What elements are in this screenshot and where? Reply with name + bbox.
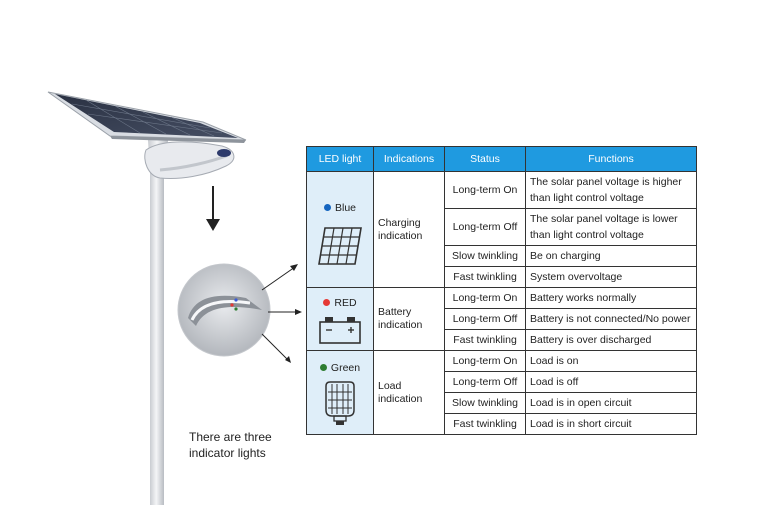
table-row: Blue Charging indication Long-term On Th… xyxy=(306,171,697,288)
solar-panel-icon xyxy=(318,226,362,265)
solar-panel-icon xyxy=(47,91,247,143)
battery-icon xyxy=(319,316,361,344)
function-cell: The solar panel voltage is lower than li… xyxy=(525,208,697,246)
status-cell: Slow twinkling xyxy=(444,392,526,414)
function-cell: Battery is not connected/No power xyxy=(525,308,697,330)
led-indicator-table: LED light Indications Status Functions B… xyxy=(306,146,697,435)
led-cell-red: RED xyxy=(306,287,374,351)
status-cell: Fast twinkling xyxy=(444,266,526,288)
function-cell: The solar panel voltage is higher than l… xyxy=(525,171,697,209)
function-cell: Be on charging xyxy=(525,245,697,267)
table-row: RED Battery indication Long-term On Batt… xyxy=(306,287,697,351)
status-cell: Long-term On xyxy=(444,171,526,209)
function-cell: Load is off xyxy=(525,371,697,393)
function-cell: Load is in short circuit xyxy=(525,413,697,435)
pole xyxy=(148,140,168,505)
indication-battery: Battery indication xyxy=(373,287,445,351)
caption: There are three indicator lights xyxy=(189,429,272,461)
blue-dot-icon xyxy=(323,204,331,211)
lamp-icon xyxy=(325,380,355,425)
table-row: Long-term Off Load is off xyxy=(307,371,697,393)
table-row: Slow twinkling Load is in open circuit xyxy=(307,392,697,414)
status-cell: Long-term Off xyxy=(444,371,526,393)
green-dot-icon xyxy=(319,364,327,371)
red-dot-icon xyxy=(323,299,331,306)
header-led-light: LED light xyxy=(306,146,374,172)
header-indications: Indications xyxy=(373,146,445,172)
lamp-head xyxy=(144,141,235,179)
function-cell: Load is in open circuit xyxy=(525,392,697,414)
table-header-row: LED light Indications Status Functions xyxy=(306,146,697,172)
led-name-red: RED xyxy=(334,296,357,309)
caption-line-2: indicator lights xyxy=(189,446,266,460)
header-status: Status xyxy=(444,146,526,172)
led-cell-blue: Blue xyxy=(306,171,374,288)
function-cell: Battery is over discharged xyxy=(525,329,697,351)
header-functions: Functions xyxy=(525,146,697,172)
table-row: Fast twinkling System overvoltage xyxy=(307,266,697,288)
table-row: Slow twinkling Be on charging xyxy=(307,245,697,267)
table-row: Green Load indication Long-te xyxy=(306,350,697,435)
status-cell: Fast twinkling xyxy=(444,413,526,435)
indication-charging: Charging indication xyxy=(373,171,445,288)
indicator-closeup xyxy=(177,263,271,357)
status-cell: Long-term On xyxy=(444,350,526,372)
function-cell: System overvoltage xyxy=(525,266,697,288)
status-cell: Long-term Off xyxy=(444,308,526,330)
table-row: Fast twinkling Load is in short circuit xyxy=(307,413,697,435)
status-cell: Slow twinkling xyxy=(444,245,526,267)
status-cell: Fast twinkling xyxy=(444,329,526,351)
indication-load: Load indication xyxy=(373,350,445,435)
caption-line-1: There are three xyxy=(189,430,272,444)
status-cell: Long-term Off xyxy=(444,208,526,246)
led-name-green: Green xyxy=(330,361,361,374)
down-arrow-icon xyxy=(206,186,220,231)
function-cell: Battery works normally xyxy=(525,287,697,309)
led-name-blue: Blue xyxy=(334,201,356,214)
led-cell-green: Green xyxy=(306,350,374,435)
status-cell: Long-term On xyxy=(444,287,526,309)
function-cell: Load is on xyxy=(525,350,697,372)
pointer-arrows xyxy=(261,266,298,361)
table-row: Long-term Off The solar panel voltage is… xyxy=(307,208,697,246)
